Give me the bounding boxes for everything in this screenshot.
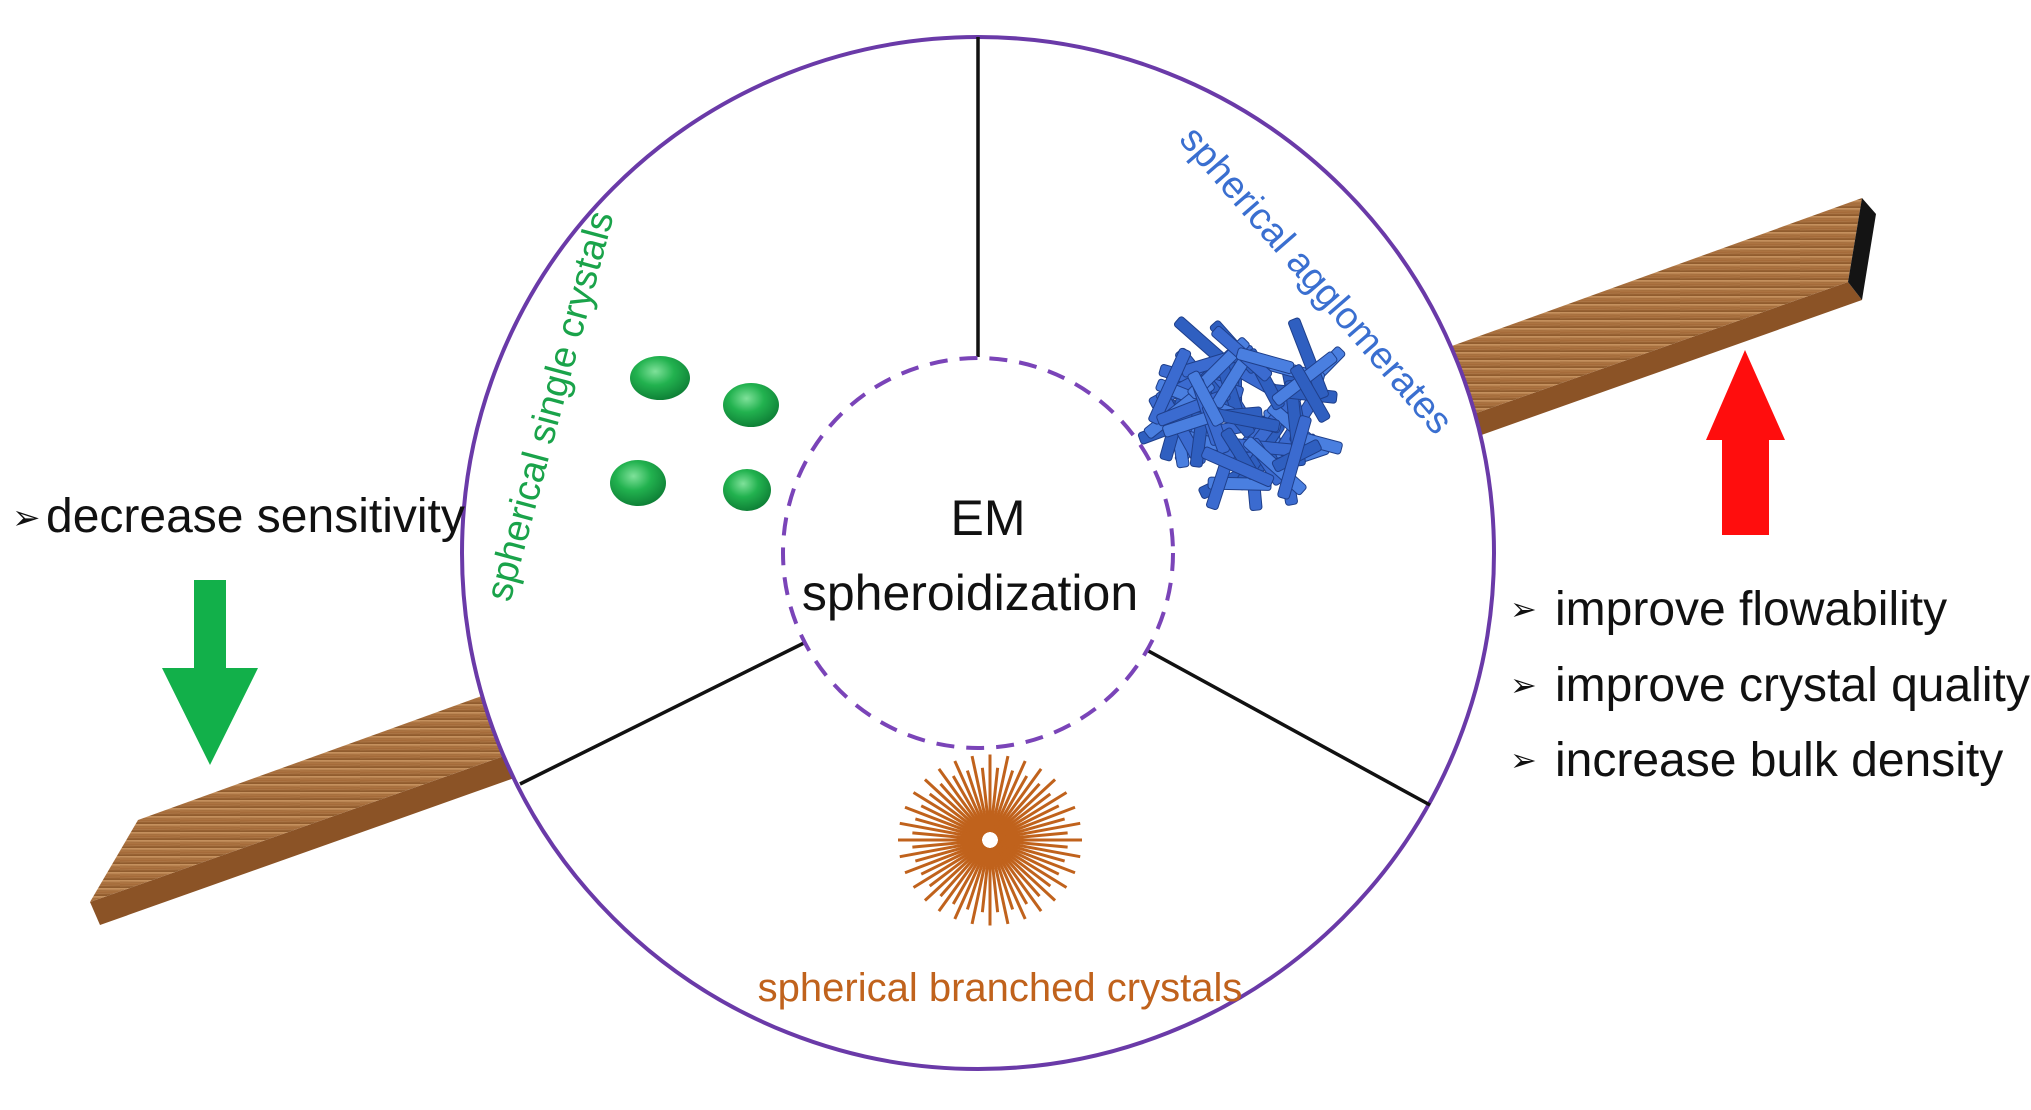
branch-spike [951, 775, 988, 834]
right-note-1: improve flowability [1555, 583, 1947, 636]
crystal-dot [723, 383, 779, 427]
branch-spike [990, 755, 1010, 833]
branch-spike [994, 844, 1057, 902]
branch-spike [989, 767, 1000, 833]
crystal-dot [723, 469, 771, 511]
agglomerate-rod [1201, 446, 1275, 487]
branched-crystal-icon [898, 754, 1082, 926]
center-label-line2: spheroidization [802, 565, 1138, 621]
branch-spike [904, 805, 984, 839]
branch-spike [995, 792, 1052, 837]
agglomerate-rod [1288, 317, 1329, 400]
branch-spike [990, 770, 1015, 833]
single-crystals-icon [610, 356, 779, 511]
branch-spike [997, 840, 1066, 863]
branch-spike [994, 778, 1057, 836]
right-note-3: increase bulk density [1555, 734, 2003, 787]
branch-spike [980, 767, 991, 833]
bullet-icon: ➢ [1510, 591, 1537, 627]
branch-spike [939, 782, 987, 835]
agglomerate-rod [1187, 370, 1225, 427]
branch-spike [992, 846, 1029, 905]
sector-dividers [519, 37, 1431, 807]
branch-spike [997, 840, 1081, 859]
branch-spike [995, 791, 1068, 837]
crystal-dot [630, 356, 690, 400]
branch-spike [912, 839, 983, 849]
branch-spike [990, 847, 1015, 910]
branch-spike [996, 841, 1076, 875]
agglomerates-icon [1137, 316, 1346, 512]
branch-spike [992, 775, 1029, 834]
branch-spike [953, 846, 989, 920]
branch-spike [912, 831, 983, 841]
branch-spike [923, 844, 986, 902]
branch-spike [953, 760, 989, 834]
branch-spike [997, 839, 1068, 849]
branch-spike [951, 846, 988, 905]
branch-spike [904, 841, 984, 875]
branch-spike [980, 847, 991, 913]
branch-spike [939, 845, 987, 898]
branch-spike [899, 821, 983, 840]
right-notes: ➢ improve flowability ➢ improve crystal … [1510, 583, 2030, 787]
branch-spike [993, 845, 1043, 913]
bullet-icon: ➢ [1510, 742, 1537, 778]
branch-spike [970, 847, 990, 925]
branch-spike [965, 770, 990, 833]
red-up-arrow [1706, 350, 1785, 535]
branch-spike [912, 843, 985, 889]
left-note: ➢ decrease sensitivity [12, 490, 465, 543]
right-note-2: improve crystal quality [1555, 659, 2030, 712]
branch-spike [993, 845, 1041, 898]
divider-right [1142, 646, 1431, 807]
branch-spike [997, 821, 1081, 840]
branch-spike [996, 842, 1060, 876]
branch-spike [965, 847, 990, 910]
branch-spike [997, 831, 1068, 841]
agglomerate-rod [1277, 415, 1312, 500]
branched-crystals-label: spherical branched crystals [758, 966, 1243, 1010]
branch-spike [989, 847, 1000, 913]
branch-spike [923, 778, 986, 836]
agglomerate-rod [1290, 364, 1331, 423]
branch-spike [912, 791, 985, 837]
left-note-text: decrease sensitivity [46, 490, 465, 543]
crystal-dot [610, 460, 666, 506]
branch-spike [920, 842, 984, 876]
branch-spike [914, 817, 983, 840]
branch-spike [970, 755, 990, 833]
branch-spike [928, 843, 985, 888]
bullet-icon: ➢ [1510, 667, 1537, 703]
branch-spike [899, 840, 983, 859]
branch-spike [993, 767, 1043, 835]
branch-spike [996, 805, 1076, 839]
branch-spike [937, 767, 987, 835]
branch-spike [937, 845, 987, 913]
branch-spike [997, 817, 1066, 840]
center-label-line1: EM [951, 490, 1026, 546]
branch-spike [990, 847, 1010, 925]
green-down-arrow [162, 580, 258, 765]
inner-dashed-circle [781, 356, 1175, 750]
branch-spike [995, 843, 1052, 888]
branch-spike [914, 840, 983, 863]
bullet-icon: ➢ [12, 499, 41, 537]
branch-spike [991, 760, 1027, 834]
branch-spike [991, 846, 1027, 920]
branch-spike [920, 804, 984, 838]
agglomerate-rod [1148, 347, 1192, 425]
plank-end [1848, 198, 1876, 300]
branch-spike [995, 843, 1068, 889]
branch-spike [928, 792, 985, 837]
branch-spike [993, 782, 1041, 835]
branch-spike [996, 804, 1060, 838]
divider-left [519, 639, 809, 786]
